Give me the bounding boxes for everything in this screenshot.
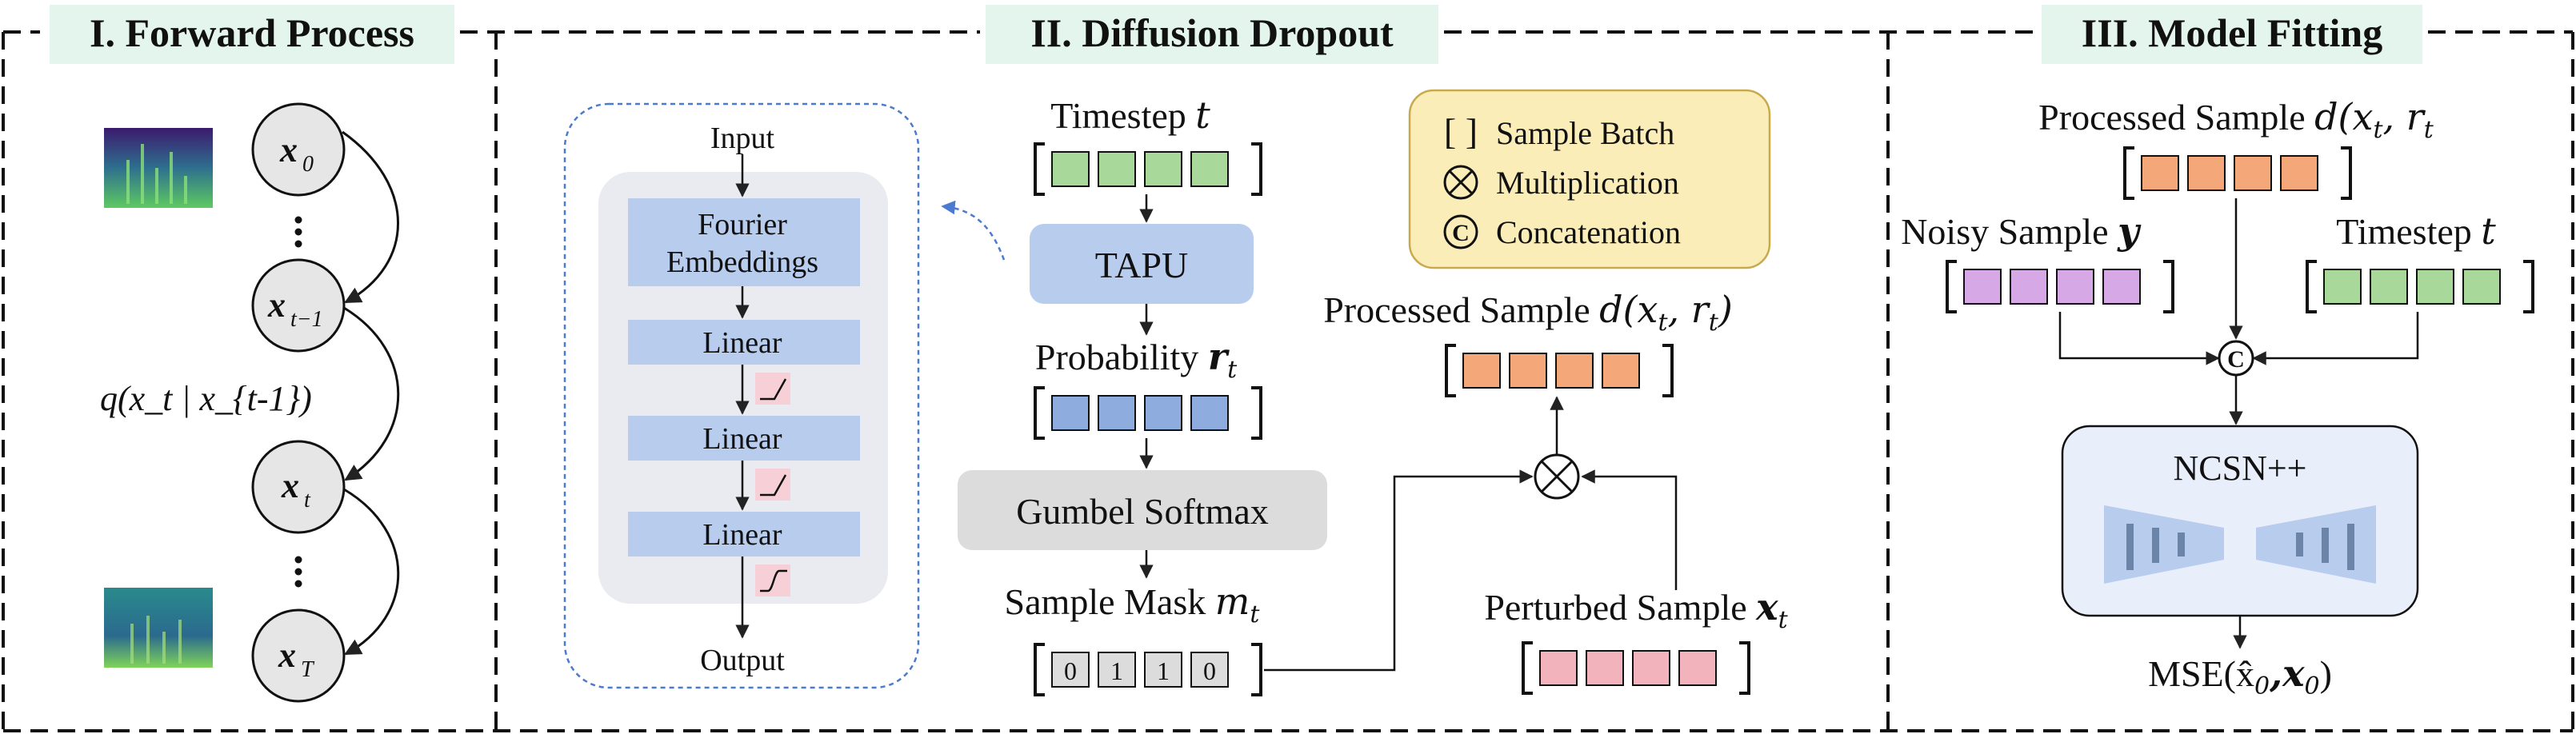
linear-box-2	[628, 416, 860, 461]
transition-label: q(x_t | x_{t-1})	[100, 379, 312, 418]
multiply-node	[1534, 453, 1580, 500]
vdots-2	[294, 556, 302, 588]
tapu-output-label: Output	[700, 644, 785, 677]
timestep-label: Timestep t	[1050, 94, 1210, 137]
concatenation-icon: C	[1443, 214, 1478, 249]
svg-text:C: C	[2227, 346, 2245, 373]
mask-value-1: 0	[1064, 656, 1077, 685]
multiplication-icon	[1443, 165, 1478, 200]
svg-text:C: C	[1452, 220, 1470, 246]
forward-process: x 0 x t−1 x t x T q(x_t | x	[100, 102, 400, 703]
mask-to-multiply-arrow	[1264, 469, 1534, 672]
fit-timestep-batch	[2306, 260, 2534, 313]
ncsn-label: NCSN++	[2174, 449, 2307, 488]
tapu-detail-link-arrow	[941, 200, 1006, 261]
spectrogram-noisy-image	[104, 588, 213, 668]
legend-batch-symbol: [ ]	[1444, 111, 1478, 152]
svg-text:x: x	[279, 130, 298, 170]
svg-text:x: x	[281, 466, 299, 505]
spectrogram-clean-image	[104, 128, 213, 208]
svg-text:x: x	[278, 636, 296, 675]
relu-activation-icon	[755, 373, 790, 405]
mask-value-3: 1	[1157, 656, 1170, 685]
svg-text:x: x	[267, 285, 286, 325]
dropout-title-text: II. Diffusion Dropout	[1030, 10, 1394, 55]
fit-processed-label: Processed Sample d(xt, rt	[2038, 95, 2434, 144]
forward-title-text: I. Forward Process	[90, 10, 414, 55]
noisy-sample-label: Noisy Sample y	[1901, 209, 2142, 253]
gumbel-label: Gumbel Softmax	[1016, 491, 1269, 532]
linear3-label: Linear	[702, 518, 782, 552]
node-xt: x t	[251, 440, 346, 534]
mse-loss-label: MSE(x̂0,x0)	[2148, 652, 2332, 700]
perturbed-sample-batch	[1522, 641, 1750, 695]
concat-arrows	[2058, 198, 2419, 425]
processed-sample-label: Processed Sample d(xt, rt)	[1323, 288, 1733, 337]
fourier-embeddings-box	[628, 198, 860, 286]
timestep-batch	[1034, 142, 1262, 196]
sample-mask-batch: 0 1 1 0	[1034, 643, 1262, 696]
legend-mult-label: Multiplication	[1496, 165, 1679, 201]
perturbed-to-multiply-arrow	[1581, 469, 1678, 590]
svg-text:t: t	[304, 488, 311, 513]
linear1-label: Linear	[702, 326, 782, 360]
dropout-title: II. Diffusion Dropout	[986, 5, 1438, 64]
fourier-line1: Fourier	[698, 208, 787, 241]
linear-box-1	[628, 320, 860, 365]
fourier-line2: Embeddings	[666, 245, 818, 279]
vdots-1	[294, 216, 302, 248]
forward-title: I. Forward Process	[50, 5, 454, 64]
perturbed-sample-label: Perturbed Sample xt	[1484, 585, 1788, 634]
svg-text:t−1: t−1	[290, 307, 323, 332]
legend-concat-label: Concatenation	[1496, 214, 1681, 250]
linear-box-3	[628, 512, 860, 556]
linear2-label: Linear	[702, 422, 782, 456]
tapu-box	[1030, 224, 1254, 304]
fit-processed-batch	[2123, 146, 2352, 200]
sample-mask-label: Sample Mask mt	[1005, 580, 1261, 628]
noisy-sample-batch	[1946, 260, 2174, 313]
gumbel-softmax-box	[958, 470, 1327, 550]
section-frames	[2, 30, 2574, 732]
concat-node: C	[2218, 340, 2254, 377]
forward-arrows	[342, 130, 400, 656]
model-fitting: Processed Sample d(xt, rt Noisy Sample y…	[1901, 95, 2534, 700]
tapu-detail-panel: Input Fourier Embeddings Linear Linear L…	[563, 102, 920, 689]
probability-batch	[1034, 386, 1262, 440]
tapu-input-label: Input	[710, 122, 775, 155]
node-xt-1: x t−1	[251, 258, 346, 353]
node-xT: x T	[251, 608, 346, 703]
node-x0: x 0	[251, 102, 346, 197]
fit-timestep-label: Timestep t	[2336, 209, 2496, 253]
tapu-label: TAPU	[1095, 245, 1188, 285]
legend-batch-label: Sample Batch	[1496, 115, 1674, 151]
sigmoid-activation-icon	[755, 564, 790, 596]
legend-box: [ ] Sample Batch Multiplication C Concat…	[1408, 89, 1771, 269]
svg-text:0: 0	[302, 152, 314, 177]
fitting-title-text: III. Model Fitting	[2082, 10, 2382, 55]
mask-value-2: 1	[1110, 656, 1123, 685]
fitting-title: III. Model Fitting	[2042, 5, 2422, 64]
ncsn-model-box: NCSN++	[2061, 425, 2419, 617]
relu-activation-icon-2	[755, 469, 790, 501]
mask-value-4: 0	[1203, 656, 1216, 685]
svg-text:T: T	[301, 657, 315, 682]
processed-sample-batch	[1445, 344, 1674, 397]
dropout-main: Timestep t TAPU Probability rt Gumbel S	[958, 89, 1789, 696]
probability-label: Probability rt	[1035, 335, 1238, 384]
